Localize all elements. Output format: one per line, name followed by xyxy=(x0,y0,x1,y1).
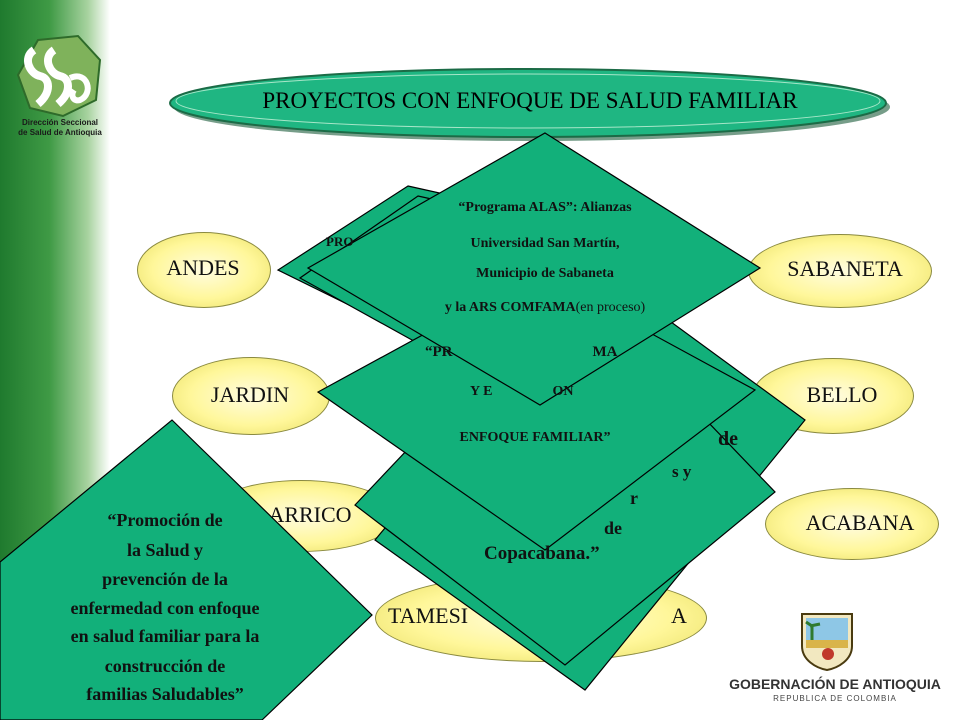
municipality-tamesis-label: TAMESI xyxy=(388,603,469,628)
municipality-andes-label: ANDES xyxy=(166,255,240,280)
diamond-left-line5: en salud familiar para la xyxy=(70,626,260,646)
diamond-back-right-de2: de xyxy=(604,518,622,538)
diamond-left-line1: “Promoción de xyxy=(107,510,223,530)
municipality-other-label: A xyxy=(671,603,687,628)
municipality-sabaneta-label: SABANETA xyxy=(787,256,903,281)
diamond-top-line1: “Programa ALAS”: Alianzas xyxy=(458,200,632,215)
logo-caption: Dirección Seccional de Salud de Antioqui… xyxy=(4,118,116,138)
diamond-left-line2: la Salud y xyxy=(126,540,204,560)
diamond-middle-line2b: ON xyxy=(552,384,574,399)
diamond-left xyxy=(0,419,373,720)
diamond-back-left-fragment: PRO xyxy=(326,234,354,249)
diamond-top-line3: Municipio de Sabaneta xyxy=(476,266,614,281)
gob-name: GOBERNACIÓN DE ANTIOQUIA xyxy=(729,676,941,692)
municipality-jardin xyxy=(172,357,330,435)
diamond-top-line4-bold: y la ARS COMFAMA xyxy=(444,300,576,315)
diamond-middle-line2: Y E ON xyxy=(470,384,573,400)
municipality-copacabana xyxy=(765,488,939,560)
diamond-middle-line2a: Y E xyxy=(470,384,493,399)
diamond-middle-line1: “PR MA xyxy=(425,344,618,361)
diamond-top xyxy=(306,132,762,406)
diamond-middle xyxy=(316,271,757,551)
logo-caption-line2: de Salud de Antioquia xyxy=(18,128,102,137)
diamond-back-right-de: de xyxy=(718,428,738,450)
diamond-middle-line3: ENFOQUE FAMILIAR” xyxy=(459,430,611,445)
diamond-back-right-copacabana: Copacabana.” xyxy=(484,543,600,564)
diamond-left-line3: prevención de la xyxy=(102,569,228,589)
gob-subtitle: REPUBLICA DE COLOMBIA xyxy=(773,694,897,703)
diamond-back-right-y: s y xyxy=(672,462,692,481)
municipality-jardin-label: JARDIN xyxy=(210,382,290,407)
gobernacion-logo: GOBERNACIÓN DE ANTIOQUIA REPUBLICA DE CO… xyxy=(720,610,950,710)
title-pill xyxy=(169,68,890,141)
diamond-top-line2: Universidad San Martín, xyxy=(470,236,620,251)
page-title: PROYECTOS CON ENFOQUE DE SALUD FAMILIAR xyxy=(262,88,798,113)
municipality-andes xyxy=(137,232,271,308)
diamond-middle-line1a: “PR xyxy=(425,344,453,360)
municipality-girardota-label: ARRICO xyxy=(268,502,352,527)
logo-caption-line1: Dirección Seccional xyxy=(21,118,99,127)
antioquia-coat-of-arms-icon xyxy=(801,613,853,672)
diamond-back-right-r: r xyxy=(630,488,638,508)
diamond-top-line4-normal: (en proceso) xyxy=(575,300,646,315)
diamond-top-line4: y la ARS COMFAMA(en proceso) xyxy=(380,300,710,316)
ssa-map-logo-icon xyxy=(8,30,108,150)
diamond-middle-line1b: MA xyxy=(592,344,618,360)
municipality-copacabana-label: ACABANA xyxy=(805,510,915,535)
municipality-bello-label: BELLO xyxy=(806,382,878,407)
diamond-left-line6: construcción de xyxy=(104,656,226,676)
municipality-sabaneta xyxy=(748,234,932,308)
diamond-left-line4: enfermedad con enfoque xyxy=(70,598,260,618)
diamond-left-line7: familias Saludables” xyxy=(86,684,244,704)
